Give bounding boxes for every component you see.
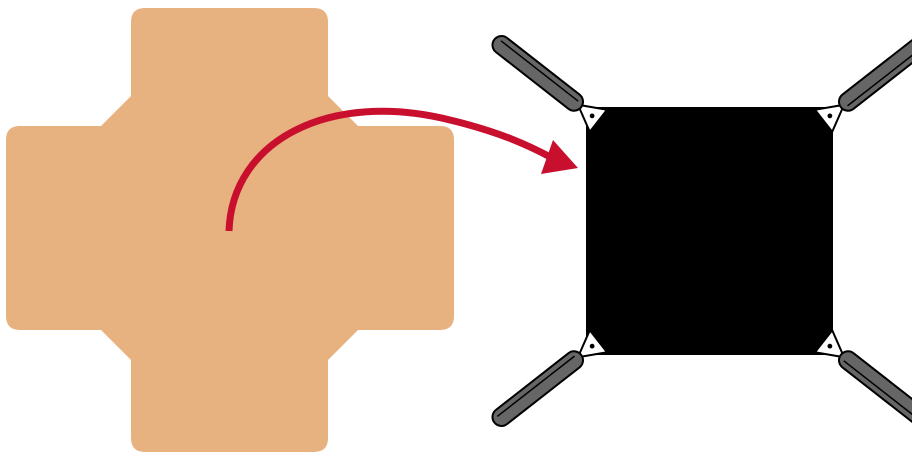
curved-arrow-icon [225,107,578,232]
corner-strap-icon [813,329,912,435]
corner-strap-icon [484,329,609,435]
corner-strap-icon [813,27,912,133]
square-panel-icon [586,107,833,355]
corner-strap-icon [484,27,609,133]
